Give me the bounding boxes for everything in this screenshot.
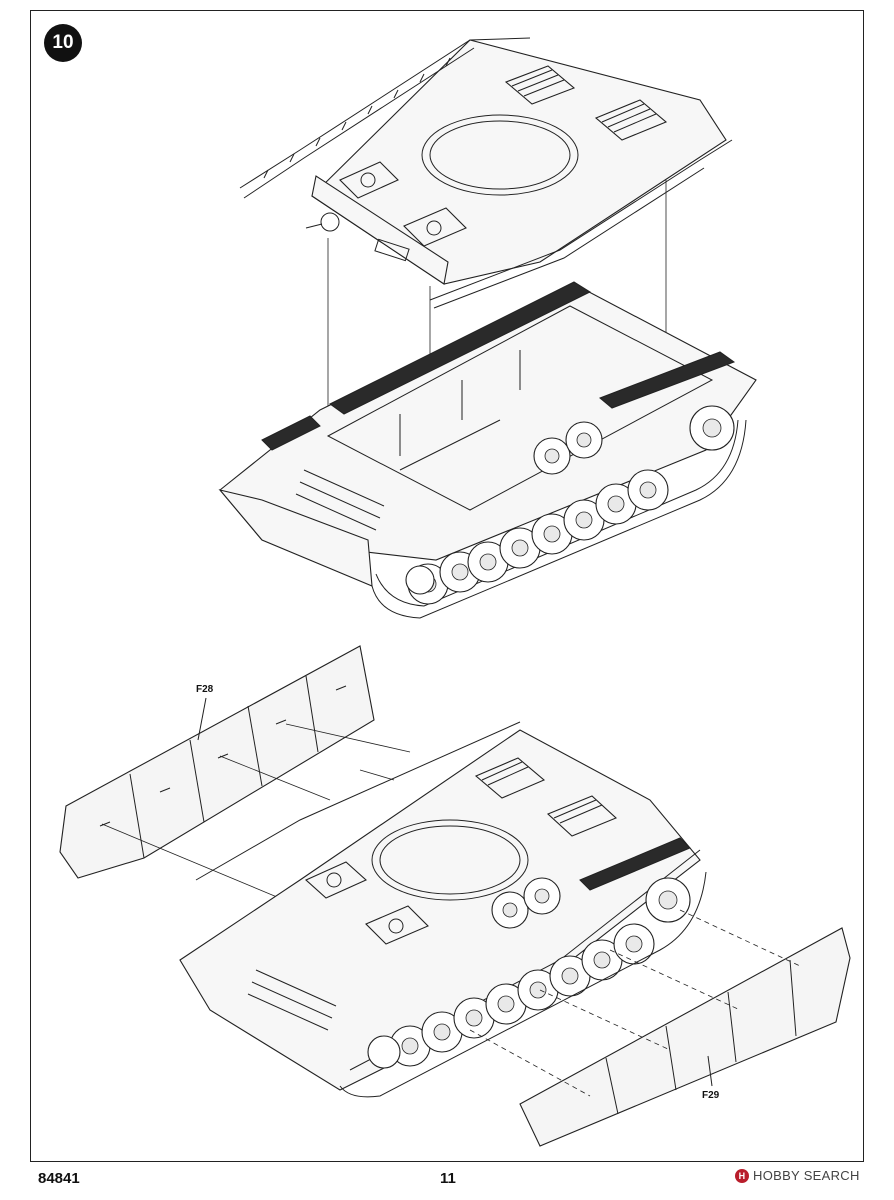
engine-grille-3 bbox=[474, 757, 546, 799]
page-number: 11 bbox=[440, 1170, 456, 1187]
roadwheels-top bbox=[407, 405, 735, 605]
watermark: H HOBBY SEARCH bbox=[735, 1168, 860, 1183]
guide-line bbox=[285, 723, 411, 753]
skirt-f28 bbox=[59, 645, 375, 879]
guide-line bbox=[219, 755, 331, 801]
guide-line bbox=[679, 909, 801, 967]
part-label-f28: F28 bbox=[196, 684, 214, 695]
hobby-search-logo-icon: H bbox=[735, 1168, 749, 1183]
page-frame bbox=[30, 10, 864, 1162]
leader-line bbox=[707, 1055, 713, 1087]
superstructure-top bbox=[239, 37, 733, 309]
skirt-f29 bbox=[519, 927, 851, 1147]
engine-grille-4 bbox=[546, 795, 618, 837]
leader-line bbox=[197, 697, 207, 741]
product-code: 84841 bbox=[38, 1170, 80, 1187]
guide-line bbox=[539, 989, 671, 1051]
watermark-text: HOBBY SEARCH bbox=[753, 1168, 860, 1183]
guide-line bbox=[469, 1029, 591, 1097]
roadwheels-bottom bbox=[389, 877, 691, 1067]
guide-line bbox=[609, 949, 741, 1011]
hull-top bbox=[218, 281, 757, 619]
engine-grille-1 bbox=[504, 65, 576, 105]
step-number-badge: 10 bbox=[44, 24, 82, 62]
engine-grille-2 bbox=[594, 99, 668, 141]
guide-line bbox=[359, 769, 395, 781]
part-label-f29: F29 bbox=[702, 1090, 720, 1101]
assembled-vehicle bbox=[179, 721, 707, 1098]
